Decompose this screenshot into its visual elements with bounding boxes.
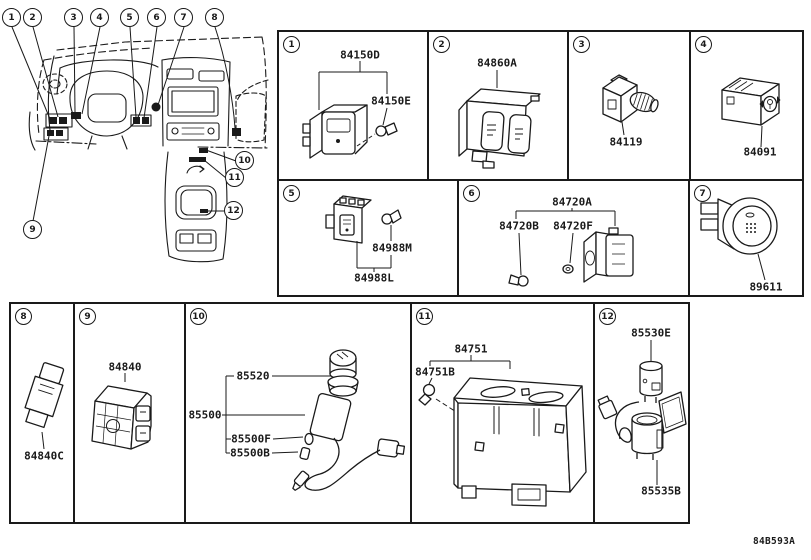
cell-number: 7 bbox=[699, 188, 706, 199]
parts-cell-11: 11 84751 84751B bbox=[410, 302, 593, 524]
cell-number: 10 bbox=[192, 311, 205, 322]
cell-number: 2 bbox=[438, 39, 445, 50]
part-illustration-switch-84840c bbox=[24, 362, 65, 450]
part-number-label[interactable]: 84840C bbox=[24, 449, 64, 463]
part-number-label[interactable]: 85500B bbox=[230, 446, 270, 460]
bottom-parts-grid bbox=[9, 302, 690, 524]
part-number-label[interactable]: 84860A bbox=[477, 56, 517, 70]
part-number-label[interactable]: 85500F bbox=[231, 432, 271, 446]
part-number-label[interactable]: 84091 bbox=[743, 145, 777, 159]
cell-number: 4 bbox=[700, 39, 707, 50]
parts-cell-12: 12 85530E 85535B bbox=[593, 302, 690, 524]
parts-cell-8: 8 84840C bbox=[9, 302, 73, 524]
part-number-label[interactable]: 84751 bbox=[454, 342, 488, 356]
callout-4[interactable]: 4 bbox=[90, 8, 109, 27]
part-illustration-switch-84720 bbox=[508, 208, 634, 287]
cell-number: 6 bbox=[468, 188, 475, 199]
part-illustration-receiver-84751 bbox=[418, 355, 587, 507]
part-number-label[interactable]: 85530E bbox=[631, 326, 671, 340]
part-number-label[interactable]: 84988L bbox=[354, 271, 394, 285]
cell-number: 8 bbox=[20, 311, 27, 322]
part-number-label[interactable]: 84119 bbox=[609, 135, 643, 149]
part-illustration-switch-84150 bbox=[302, 61, 398, 159]
part-number-label[interactable]: 84720B bbox=[499, 219, 539, 233]
cell-number: 5 bbox=[288, 188, 295, 199]
cell-number-badge: 3 bbox=[573, 36, 590, 53]
cell-number-badge: 4 bbox=[695, 36, 712, 53]
grid-divider bbox=[184, 304, 186, 522]
part-illustration-switch-84840 bbox=[91, 373, 152, 450]
parts-cell-3: 3 84119 bbox=[567, 30, 689, 179]
part-number-label[interactable]: 84840 bbox=[108, 360, 142, 374]
part-number-label[interactable]: 85500 bbox=[188, 408, 222, 422]
cell-number: 1 bbox=[288, 39, 295, 50]
cell-number-badge: 9 bbox=[79, 308, 96, 325]
callout-12[interactable]: 12 bbox=[224, 201, 243, 220]
part-illustration-cigarette-lighter-85500 bbox=[222, 349, 406, 491]
callout-6[interactable]: 6 bbox=[147, 8, 166, 27]
grid-divider bbox=[73, 304, 75, 522]
grid-divider bbox=[689, 32, 691, 179]
cell-number: 9 bbox=[84, 311, 91, 322]
callout-10[interactable]: 10 bbox=[235, 151, 254, 170]
callout-11[interactable]: 11 bbox=[225, 168, 244, 187]
part-number-label[interactable]: 84720A bbox=[552, 195, 592, 209]
cell-number-badge: 12 bbox=[599, 308, 616, 325]
part-number-label[interactable]: 84150E bbox=[371, 94, 411, 108]
callout-5[interactable]: 5 bbox=[120, 8, 139, 27]
part-number-label[interactable]: 84751B bbox=[415, 365, 455, 379]
cell-number-badge: 10 bbox=[190, 308, 207, 325]
cell-number-badge: 5 bbox=[283, 185, 300, 202]
cell-number-badge: 8 bbox=[15, 308, 32, 325]
parts-cell-6: 6 84720A 84720B 84720F bbox=[457, 179, 688, 297]
top-parts-grid bbox=[277, 30, 804, 297]
parts-cell-9: 9 84840 bbox=[73, 302, 184, 524]
part-illustration-switch-89611 bbox=[700, 197, 778, 281]
cell-number: 11 bbox=[418, 311, 431, 322]
callout-7[interactable]: 7 bbox=[174, 8, 193, 27]
part-number-label[interactable]: 84720F bbox=[553, 219, 593, 233]
part-number-label[interactable]: 85520 bbox=[236, 369, 270, 383]
part-illustration-switch-84860 bbox=[458, 70, 541, 169]
parts-cell-1: 1 84150D 84150E bbox=[277, 30, 427, 179]
part-number-label[interactable]: 84988M bbox=[372, 241, 412, 255]
dashboard-illustration bbox=[11, 26, 269, 263]
grid-divider bbox=[593, 304, 595, 522]
grid-divider bbox=[688, 181, 690, 295]
parts-cell-7: 7 89611 bbox=[688, 179, 804, 297]
part-illustration-switch-84091 bbox=[721, 77, 781, 148]
grid-divider bbox=[457, 181, 459, 295]
parts-cell-10: 10 85520 85500 85500F 85500B bbox=[184, 302, 410, 524]
callout-8[interactable]: 8 bbox=[205, 8, 224, 27]
parts-cell-2: 2 84860A bbox=[427, 30, 567, 179]
grid-divider bbox=[567, 32, 569, 179]
cell-number: 12 bbox=[601, 311, 614, 322]
callout-3[interactable]: 3 bbox=[64, 8, 83, 27]
part-number-label[interactable]: 89611 bbox=[749, 280, 783, 294]
grid-divider bbox=[279, 179, 802, 181]
switch-location-marks bbox=[47, 102, 241, 213]
callout-9[interactable]: 9 bbox=[23, 220, 42, 239]
grid-divider bbox=[410, 304, 412, 522]
callout-1[interactable]: 1 bbox=[2, 8, 21, 27]
grid-divider bbox=[427, 32, 429, 179]
part-number-label[interactable]: 84150D bbox=[340, 48, 380, 62]
cell-number-badge: 7 bbox=[694, 185, 711, 202]
part-illustration-power-outlet-85530 bbox=[597, 340, 687, 485]
cell-number-badge: 1 bbox=[283, 36, 300, 53]
part-illustration-rheostat-84119 bbox=[602, 74, 659, 136]
parts-cell-4: 4 84091 bbox=[689, 30, 804, 179]
cell-number-badge: 6 bbox=[463, 185, 480, 202]
part-number-label[interactable]: 85535B bbox=[641, 484, 681, 498]
drawing-code: 84B593A bbox=[753, 536, 796, 547]
cell-number: 3 bbox=[578, 39, 585, 50]
callout-2[interactable]: 2 bbox=[23, 8, 42, 27]
parts-cell-5: 5 84988M 84988L bbox=[277, 179, 457, 297]
callout-leader-lines bbox=[11, 26, 237, 222]
cell-number-badge: 2 bbox=[433, 36, 450, 53]
cell-number-badge: 11 bbox=[416, 308, 433, 325]
dashboard-location-diagram: 1 2 3 4 5 6 7 8 9 10 11 12 bbox=[0, 0, 277, 300]
part-illustration-switch-84988 bbox=[325, 195, 402, 272]
